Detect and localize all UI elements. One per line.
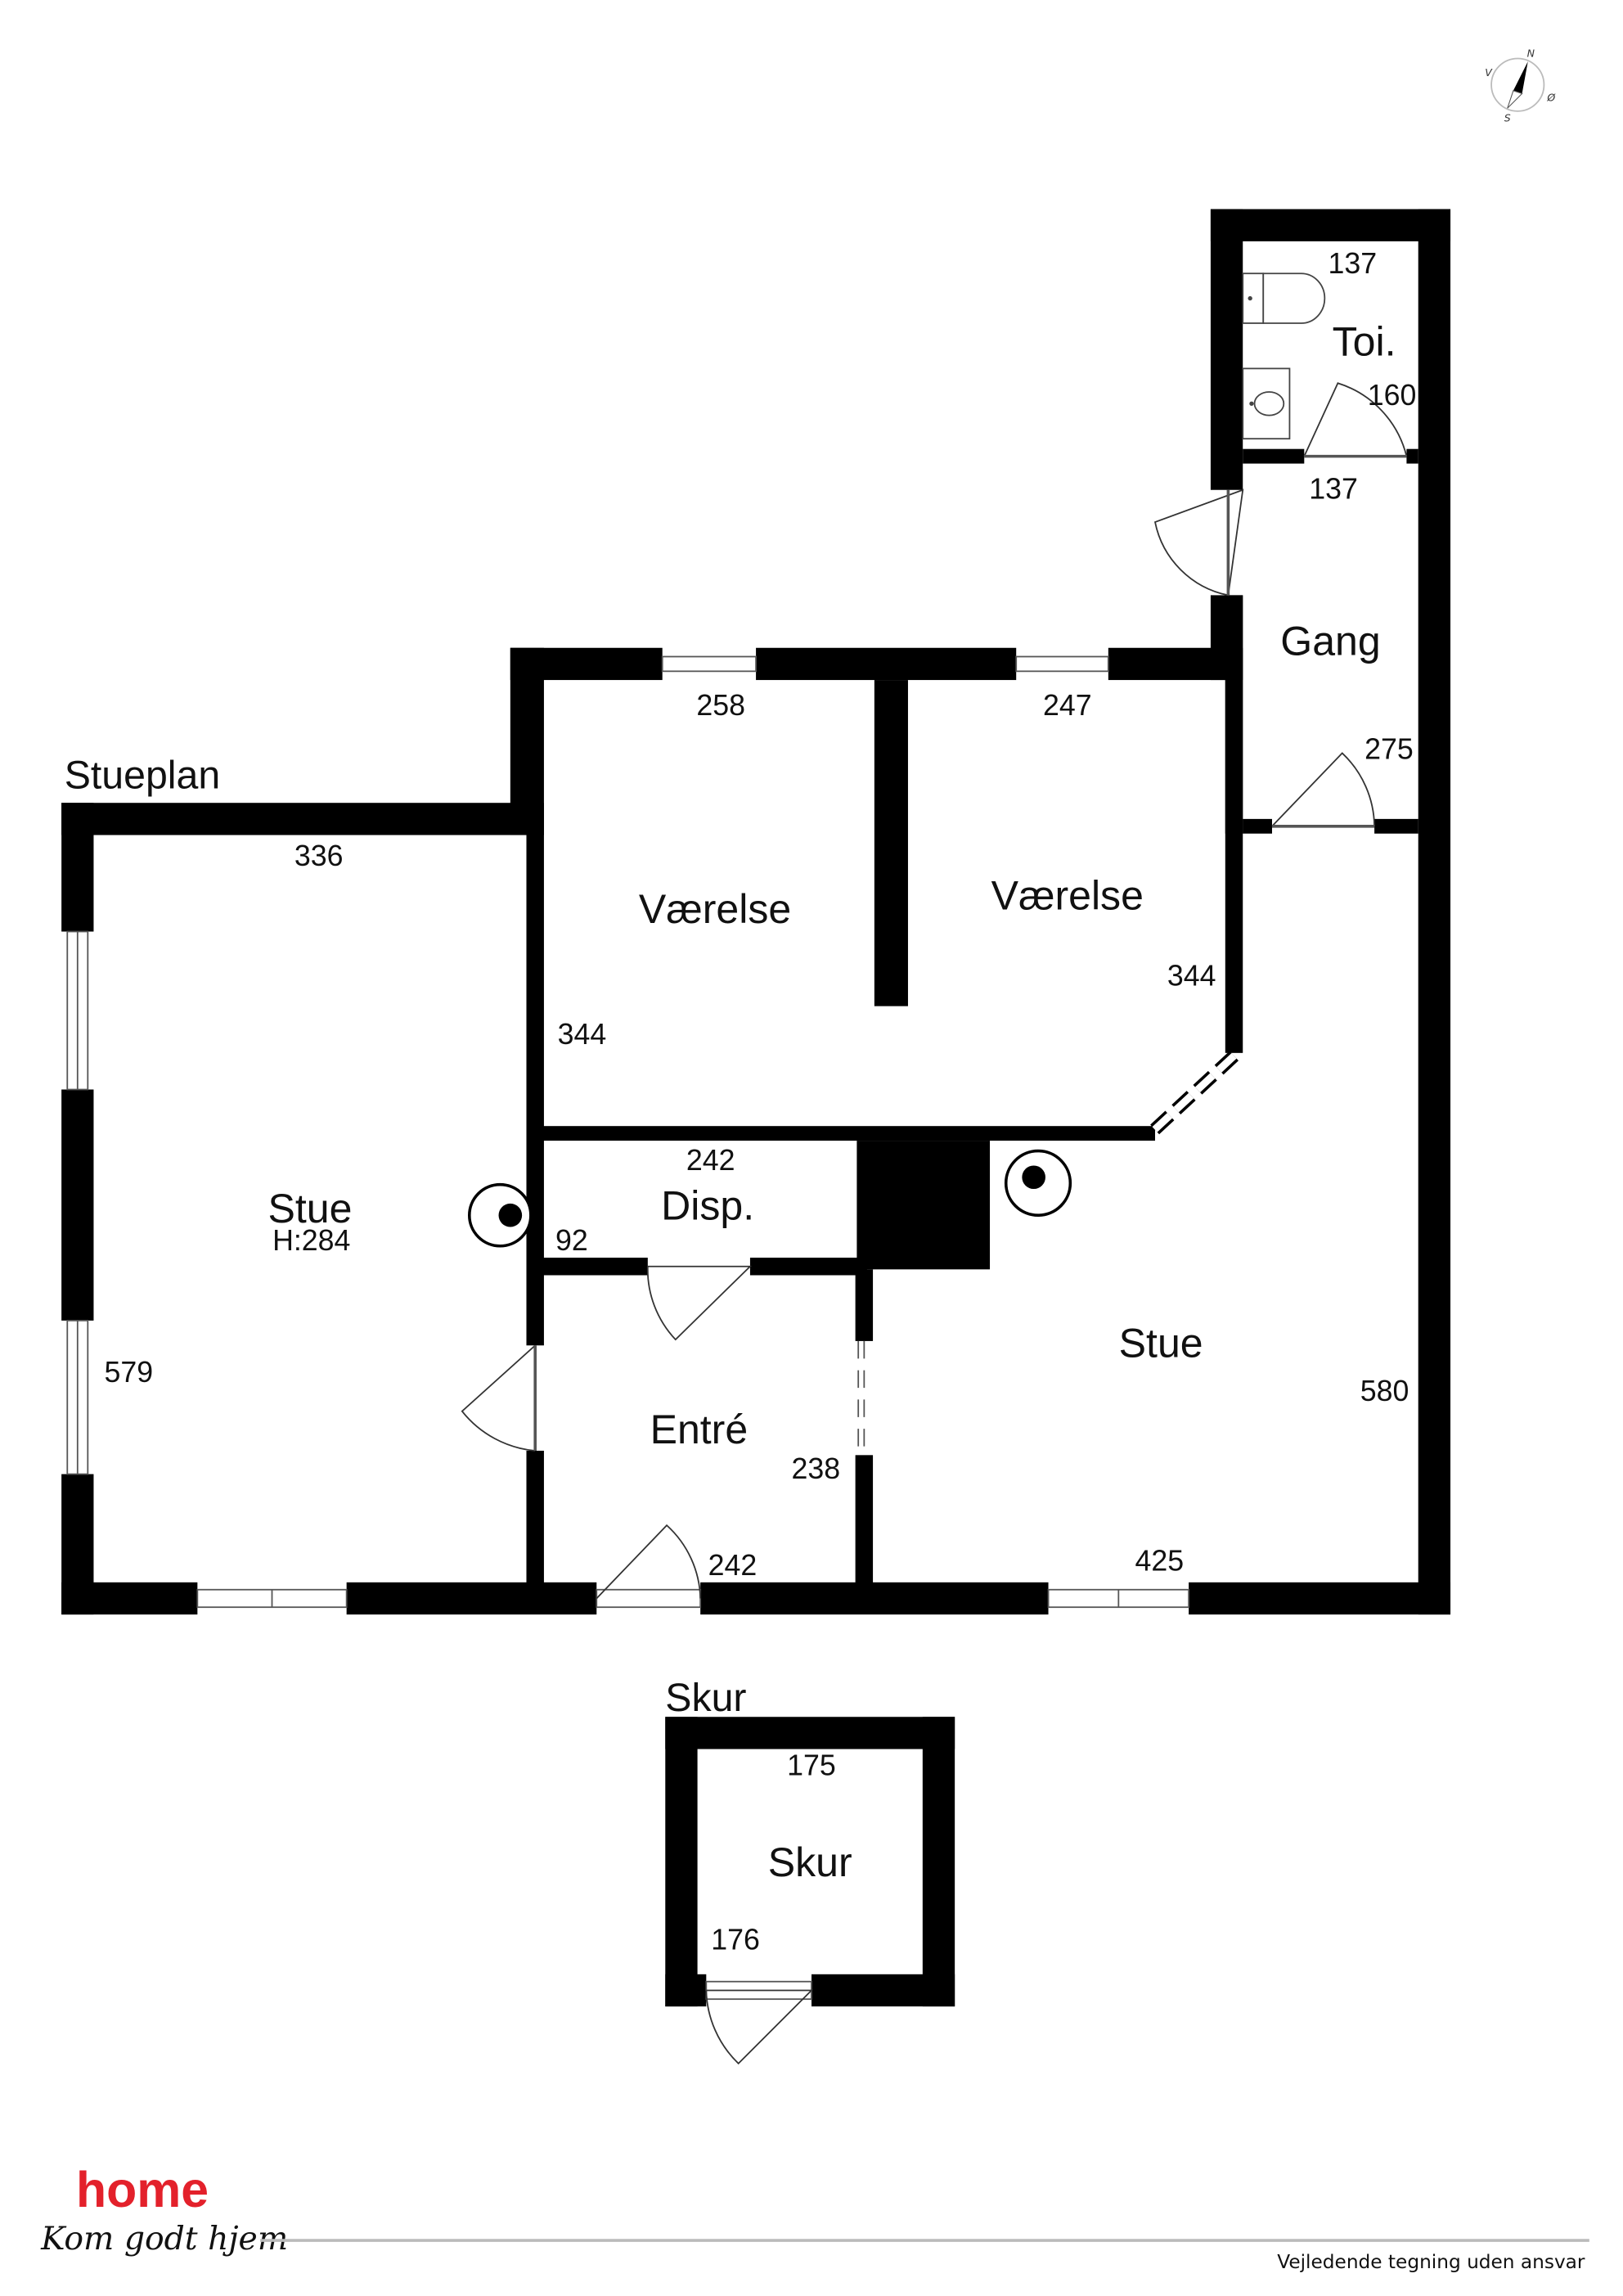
- windows: [66, 655, 1190, 2001]
- disclaimer: Vejledende tegning uden ansvar: [1277, 2251, 1585, 2273]
- room-stue-right: Stue: [1119, 1321, 1203, 1366]
- dim: 238: [792, 1452, 841, 1485]
- brand-logo: home: [76, 2162, 209, 2217]
- dim: 344: [1167, 960, 1216, 993]
- svg-text:Ø: Ø: [1546, 91, 1556, 103]
- room-disp: Disp.: [661, 1183, 754, 1229]
- footer: home Kom godt hjem Vejledende tegning ud…: [40, 2162, 1589, 2273]
- svg-text:N: N: [1527, 47, 1535, 60]
- room-entre: Entré: [650, 1407, 749, 1452]
- room-labels: Stue H:284 336 579 Værelse 258 344 Værel…: [105, 247, 1417, 1956]
- dim: 176: [711, 1923, 760, 1956]
- compass-icon: N S Ø V: [1485, 47, 1556, 124]
- room-skur: Skur: [768, 1839, 852, 1885]
- dim: 344: [558, 1018, 607, 1051]
- dim: 275: [1364, 733, 1414, 766]
- room-vaerelse-1: Værelse: [639, 886, 791, 932]
- dim: 579: [105, 1356, 154, 1389]
- room-vaerelse-2: Værelse: [991, 873, 1144, 919]
- dim: 137: [1328, 247, 1377, 280]
- dim: 160: [1368, 379, 1417, 412]
- dim: 425: [1135, 1545, 1185, 1578]
- stove-icon: [467, 1182, 533, 1248]
- doors: [461, 382, 1408, 2065]
- room-gang: Gang: [1280, 619, 1380, 664]
- room-stue-left: Stue: [268, 1186, 353, 1231]
- dim: 92: [555, 1224, 588, 1257]
- dim: 175: [787, 1749, 836, 1782]
- dim: 137: [1309, 472, 1358, 505]
- dim: 242: [686, 1144, 735, 1177]
- stove-icon: [1004, 1149, 1072, 1218]
- dim: 580: [1360, 1375, 1409, 1407]
- brand-slogan: Kom godt hjem: [40, 2221, 288, 2258]
- dim: 242: [708, 1549, 758, 1582]
- svg-text:V: V: [1485, 66, 1493, 79]
- room-height: H:284: [272, 1224, 350, 1257]
- shed-title: Skur: [665, 1676, 746, 1720]
- dim: 247: [1043, 689, 1092, 722]
- plan-title: Stueplan: [65, 753, 220, 797]
- dim: 258: [696, 689, 745, 722]
- fixtures: [467, 272, 1326, 1248]
- walls: [61, 209, 1451, 2007]
- toilet-icon: [1242, 272, 1326, 324]
- room-toilet: Toi.: [1333, 318, 1396, 364]
- svg-text:S: S: [1504, 111, 1511, 124]
- dim: 336: [294, 840, 344, 872]
- sink-icon: [1242, 367, 1291, 440]
